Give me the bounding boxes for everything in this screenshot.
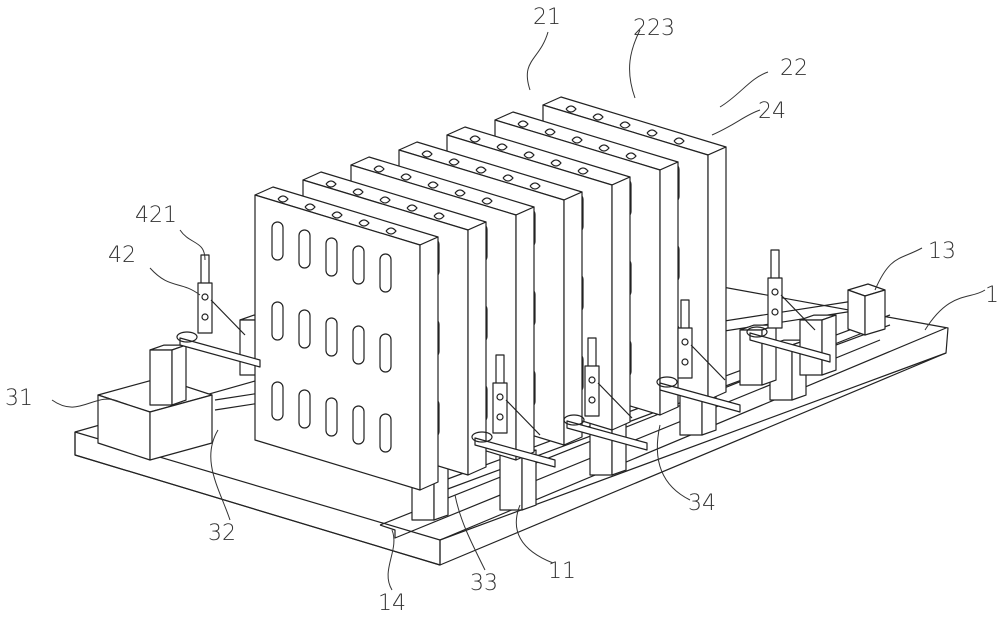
clamp-ring	[471, 431, 493, 443]
hook	[523, 151, 535, 159]
hook	[544, 128, 556, 136]
hook	[433, 212, 445, 220]
hook	[625, 152, 637, 160]
hook	[571, 136, 583, 144]
clamp-ring	[746, 326, 768, 338]
clamp-arms	[176, 249, 831, 468]
hook	[619, 121, 631, 129]
clamp-arm	[176, 254, 261, 368]
label-22: 22	[780, 56, 808, 81]
clamp-arm	[563, 337, 648, 451]
plate-slot	[325, 397, 338, 437]
plate-slot	[271, 221, 284, 261]
support-block	[799, 314, 837, 376]
hook	[577, 167, 589, 175]
plate-slot	[298, 309, 311, 349]
plate-slot	[325, 237, 338, 277]
cylinder-rod	[587, 337, 597, 369]
plate-slot	[271, 381, 284, 421]
clamp-bar	[474, 437, 556, 468]
label-33: 33	[470, 571, 498, 596]
clamp-body	[584, 365, 600, 417]
hook	[421, 150, 433, 158]
label-11: 11	[548, 559, 576, 584]
hook	[325, 180, 337, 188]
plate-slot	[298, 389, 311, 429]
clamp-bar	[749, 332, 831, 363]
hook	[277, 195, 289, 203]
clamp-arm	[656, 299, 741, 413]
plate-slot	[379, 253, 392, 293]
hook	[331, 211, 343, 219]
label-21: 21	[533, 5, 561, 30]
plate-slot	[352, 405, 365, 445]
hook	[565, 105, 577, 113]
reference-labels: 21 223 22 24 421 42 13 1 31 32 34 14 33 …	[5, 5, 999, 616]
hook	[448, 158, 460, 166]
plate-slot	[325, 317, 338, 357]
clamp-bar	[566, 420, 648, 451]
hook	[379, 196, 391, 204]
hook	[517, 120, 529, 128]
hook	[529, 182, 541, 190]
support-block	[149, 344, 187, 406]
label-13: 13	[928, 239, 956, 264]
plate-slot	[298, 229, 311, 269]
plate-slot	[379, 413, 392, 453]
hook	[598, 144, 610, 152]
plate-slot	[352, 325, 365, 365]
hook	[646, 129, 658, 137]
clamp-bar	[179, 337, 261, 368]
clamp-body	[492, 382, 508, 434]
plate-slot	[379, 333, 392, 373]
cylinder-rod	[680, 299, 690, 331]
plates	[254, 96, 727, 491]
hook	[469, 135, 481, 143]
label-223: 223	[633, 16, 675, 41]
clamp-body	[197, 282, 213, 334]
cylinder-rod	[770, 249, 780, 281]
clamp-arm	[471, 354, 556, 468]
hook	[358, 219, 370, 227]
clamp-ring	[563, 414, 585, 426]
hook	[427, 181, 439, 189]
clamp-bar	[659, 382, 741, 413]
clamp-body	[677, 327, 693, 379]
label-1: 1	[985, 283, 999, 308]
hook	[496, 143, 508, 151]
end-block	[847, 283, 886, 336]
plate	[254, 186, 439, 491]
clamp-arm	[746, 249, 831, 363]
plate-slot	[352, 245, 365, 285]
hook	[550, 159, 562, 167]
label-24: 24	[758, 99, 786, 124]
clamp-ring	[656, 376, 678, 388]
label-42: 42	[108, 243, 136, 268]
hook	[400, 173, 412, 181]
hook	[454, 189, 466, 197]
hook	[592, 113, 604, 121]
label-32: 32	[208, 521, 236, 546]
hook	[304, 203, 316, 211]
leader-lines	[51, 29, 986, 591]
hook	[406, 204, 418, 212]
cylinder-rod	[495, 354, 505, 386]
label-31: 31	[5, 386, 33, 411]
hook	[502, 174, 514, 182]
plate-slot	[271, 301, 284, 341]
clamp-body	[767, 277, 783, 329]
hook	[385, 227, 397, 235]
label-34: 34	[688, 491, 716, 516]
hook	[481, 197, 493, 205]
label-421: 421	[135, 203, 177, 228]
clamp-ring	[176, 331, 198, 343]
support-block	[739, 324, 777, 386]
hook	[373, 165, 385, 173]
hook	[475, 166, 487, 174]
hook	[673, 137, 685, 145]
label-14: 14	[378, 591, 406, 616]
hook	[352, 188, 364, 196]
